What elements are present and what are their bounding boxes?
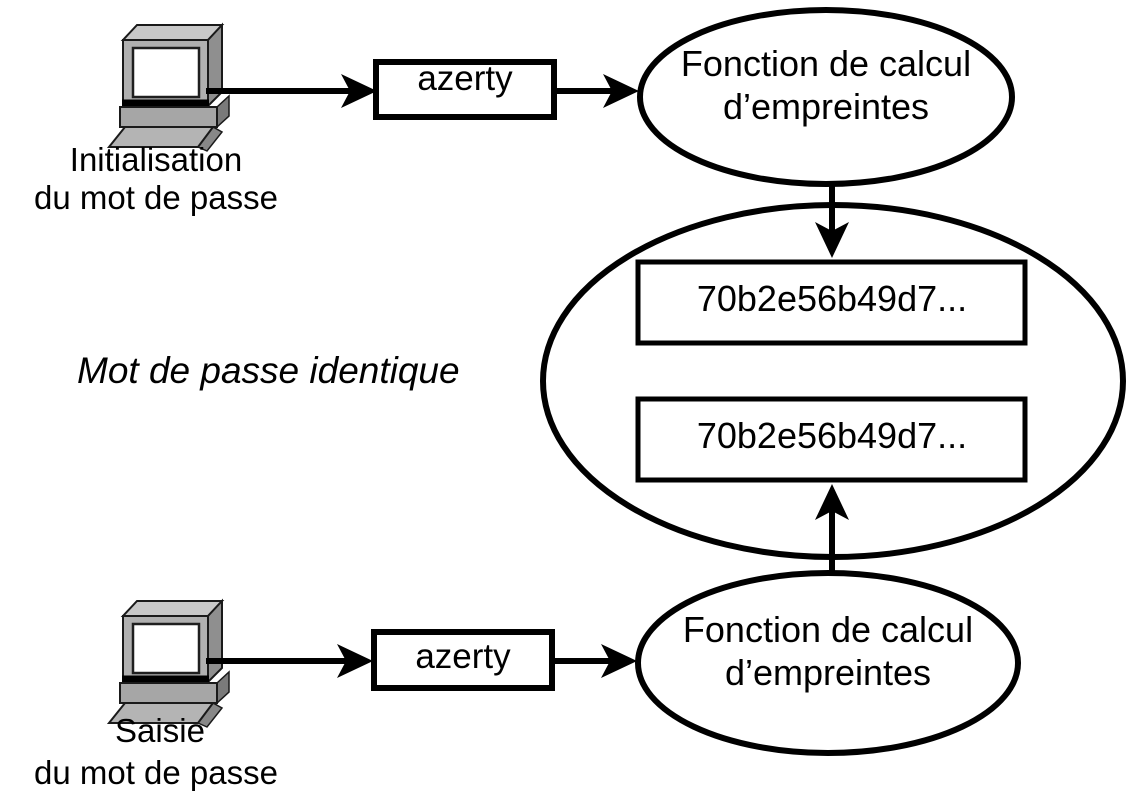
bottom-computer-label-line1: Saisie	[115, 712, 205, 749]
bottom-hash-function-label-line2: d’empreintes	[725, 652, 931, 693]
bottom-computer-label-line2: du mot de passe	[34, 754, 278, 791]
arrow-top-computer-to-password	[206, 74, 377, 108]
stored-hash-box	[635, 259, 1028, 346]
top-password-value: azerty	[417, 59, 513, 98]
top-hash-function-label-line1: Fonction de calcul	[681, 43, 971, 84]
arrow-top-password-to-function	[554, 74, 639, 108]
computed-hash-value: 70b2e56b49d7...	[697, 415, 967, 456]
top-computer-label-line1: Initialisation	[70, 141, 242, 178]
bottom-hash-function-label-line1: Fonction de calcul	[683, 609, 973, 650]
computed-hash-box	[635, 396, 1028, 483]
bottom-password-value: azerty	[415, 637, 511, 676]
comparison-note: Mot de passe identique	[77, 350, 460, 391]
arrow-function-to-stored-hash	[815, 183, 849, 258]
top-hash-function-label-line2: d’empreintes	[723, 86, 929, 127]
arrow-function-to-computed-hash	[815, 484, 849, 573]
top-computer-label-line2: du mot de passe	[34, 179, 278, 216]
arrow-bottom-password-to-function	[552, 644, 637, 678]
stored-hash-value: 70b2e56b49d7...	[697, 278, 967, 319]
bottom-hash-function-node	[635, 570, 1021, 756]
arrow-bottom-computer-to-password	[206, 644, 373, 678]
top-hash-function-node	[637, 7, 1015, 187]
